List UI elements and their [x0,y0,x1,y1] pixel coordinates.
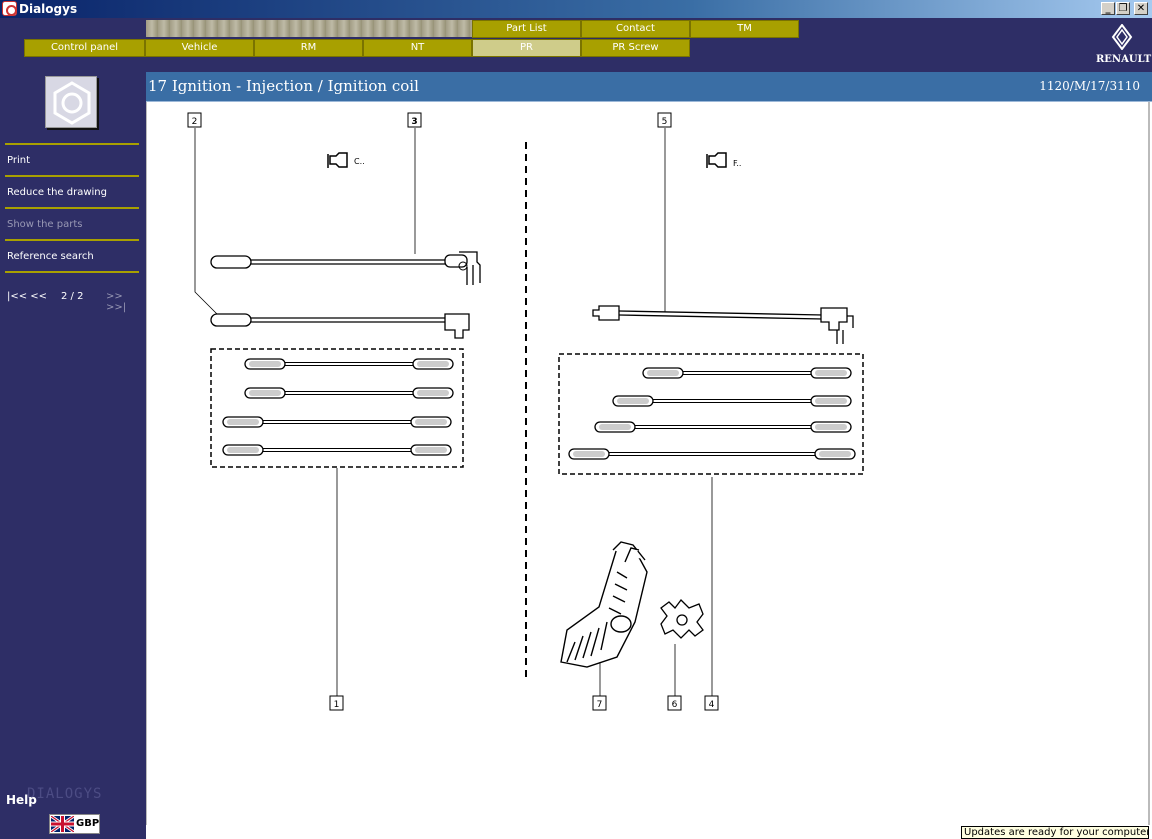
minimize-button[interactable]: _ [1101,2,1115,15]
renault-diamond-icon [1111,24,1133,50]
updates-tooltip[interactable]: Updates are ready for your computer. [961,826,1149,839]
close-button[interactable]: ✕ [1134,2,1148,15]
exploded-view-diagram: C.. F.. [187,112,864,711]
sidebar-item-reduce-drawing[interactable]: Reduce the drawing [5,175,139,206]
dialogys-watermark: DIALOGYS [27,786,103,802]
page-reference: 1120/M/17/3110 [1039,79,1140,93]
sidebar-divider [5,271,139,273]
window-titlebar: Dialogys _ ❐ ✕ [0,0,1152,18]
lead-set-1 [222,358,454,456]
nav-part-list[interactable]: Part List [472,20,581,38]
engine-symbol-f [706,152,727,168]
uk-flag-icon [51,816,74,832]
nav-pr-screw[interactable]: PR Screw [581,39,690,57]
nav-vehicle[interactable]: Vehicle [145,39,254,57]
pager-first-prev[interactable]: |<< << [7,291,48,302]
page-title: 17 Ignition - Injection / Ignition coil [148,77,419,95]
sidebar-item-show-parts: Show the parts [5,207,139,238]
pager-next-last: >> >>| [106,291,127,313]
top-navigation: Part List Contact TM Control panel Vehic… [0,18,1152,72]
currency-selector[interactable]: GBP [49,814,100,834]
svg-text:3: 3 [411,117,417,127]
page-header: 17 Ignition - Injection / Ignition coil … [146,72,1152,102]
callout-3[interactable]: 3 [407,112,422,128]
engine-symbol-c [327,152,348,168]
ignition-lead-2 [210,313,470,339]
sidebar: Print Reduce the drawing Show the parts … [0,72,146,839]
restore-button[interactable]: ❐ [1116,2,1130,15]
lead-set-box-4 [558,353,864,475]
window-title: Dialogys [19,2,78,16]
nav-decoration [146,20,472,37]
app-icon [2,1,17,16]
nav-nt[interactable]: NT [363,39,472,57]
nav-contact[interactable]: Contact [581,20,690,38]
currency-code: GBP [76,818,100,829]
lead-set-4 [568,367,856,460]
callout-7[interactable]: 7 [592,695,607,711]
rotor-6 [660,599,704,639]
lead-set-box-1 [210,348,464,468]
svg-text:6: 6 [672,700,678,710]
callout-4[interactable]: 4 [704,695,719,711]
nav-rm[interactable]: RM [254,39,363,57]
svg-text:7: 7 [597,700,603,710]
callout-1[interactable]: 1 [329,695,344,711]
renault-logo: RENAULT [1096,22,1152,70]
hex-nut-icon [53,81,91,125]
help-link[interactable]: Help [6,793,37,807]
renault-wordmark: RENAULT [1096,54,1152,65]
sidebar-item-print[interactable]: Print [5,143,139,174]
nav-tm[interactable]: TM [690,20,799,38]
callout-5[interactable]: 5 [657,112,672,128]
ignition-lead-5 [592,305,854,344]
engine-code-c: C.. [354,157,365,166]
svg-text:4: 4 [709,700,715,710]
callout-2[interactable]: 2 [187,112,202,128]
nut-logo [45,76,97,128]
nav-pr[interactable]: PR [472,39,581,57]
ignition-lead-3 [210,251,481,285]
sidebar-item-reference-search[interactable]: Reference search [5,239,139,270]
callout-6[interactable]: 6 [667,695,682,711]
parts-drawing: C.. F.. [146,102,1150,825]
coil-bracket-7 [560,541,648,668]
nav-control-panel[interactable]: Control panel [24,39,145,57]
svg-text:1: 1 [334,700,340,710]
engine-code-f: F.. [733,159,741,168]
pager-page: 2 / 2 [61,291,84,302]
svg-text:5: 5 [662,117,668,127]
svg-text:2: 2 [192,117,198,127]
